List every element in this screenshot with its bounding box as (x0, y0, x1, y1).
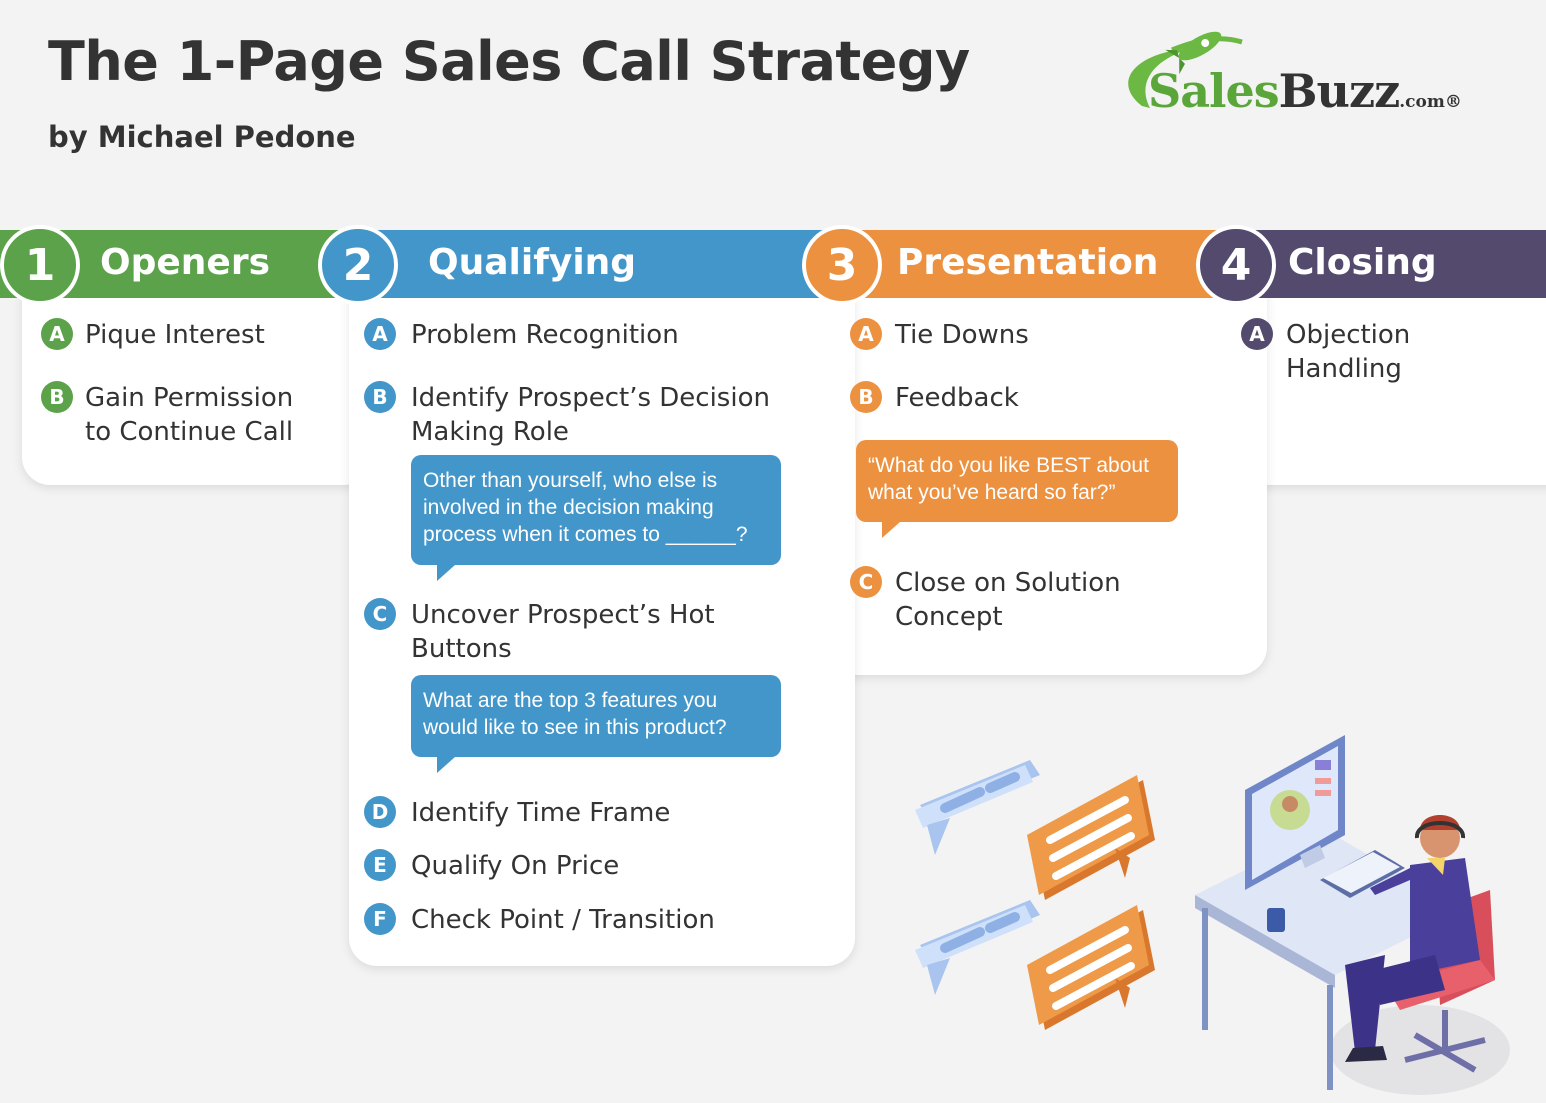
item-letter: B (364, 381, 396, 413)
list-item: Identify Prospect’s Decision Making Role (411, 383, 770, 447)
item-letter: A (850, 318, 882, 350)
item-letter: A (1241, 318, 1273, 350)
section-title-presentation: Presentation (897, 242, 1159, 283)
speech-bubble-feedback: “What do you like BEST about what you’ve… (856, 440, 1178, 538)
page-title: The 1-Page Sales Call Strategy (48, 30, 970, 93)
list-item: Gain Permission to Continue Call (85, 383, 294, 447)
band-presentation (830, 230, 1230, 298)
section-title-qualifying: Qualifying (428, 242, 637, 283)
list-item: Close on Solution Concept (895, 568, 1121, 632)
item-letter: E (364, 849, 396, 881)
chat-bubble-icon (1027, 905, 1155, 1030)
step-number-3: 3 (802, 225, 882, 305)
list-item: Feedback (895, 383, 1019, 413)
item-letter: B (850, 381, 882, 413)
list-item: Uncover Prospect’s Hot Buttons (411, 600, 715, 664)
list-item: Pique Interest (85, 320, 265, 350)
list-item: Identify Time Frame (411, 798, 671, 828)
item-letter: C (850, 566, 882, 598)
section-title-closing: Closing (1288, 242, 1437, 283)
item-letter: D (364, 796, 396, 828)
salesbuzz-logo: SalesBuzz.com® (1112, 28, 1472, 118)
salesperson-at-desk-illustration (915, 735, 1510, 1095)
author-byline: by Michael Pedone (48, 120, 356, 154)
list-item: Problem Recognition (411, 320, 679, 350)
card-qualifying (349, 250, 855, 966)
section-title-openers: Openers (100, 242, 271, 283)
step-number-4: 4 (1196, 225, 1276, 305)
step-number-1: 1 (0, 225, 80, 305)
item-letter: A (364, 318, 396, 350)
item-letter: A (41, 318, 73, 350)
logo-wordmark: SalesBuzz.com® (1148, 64, 1462, 118)
item-letter: F (364, 903, 396, 935)
item-letter: C (364, 598, 396, 630)
list-item: Objection Handling (1286, 320, 1411, 384)
list-item: Check Point / Transition (411, 905, 715, 935)
list-item: Qualify On Price (411, 851, 620, 881)
item-letter: B (41, 381, 73, 413)
chat-bubble-icon (915, 760, 1040, 855)
list-item: Tie Downs (895, 320, 1029, 350)
speech-bubble-decision: Other than yourself, who else is involve… (411, 455, 781, 581)
band-closing (1222, 230, 1546, 298)
step-number-2: 2 (318, 225, 398, 305)
chat-bubble-icon (915, 900, 1040, 995)
rocket-icon (1128, 31, 1243, 108)
band-qualifying (340, 230, 840, 298)
chat-bubble-icon (1027, 775, 1155, 900)
speech-bubble-features: What are the top 3 features you would li… (411, 675, 781, 773)
